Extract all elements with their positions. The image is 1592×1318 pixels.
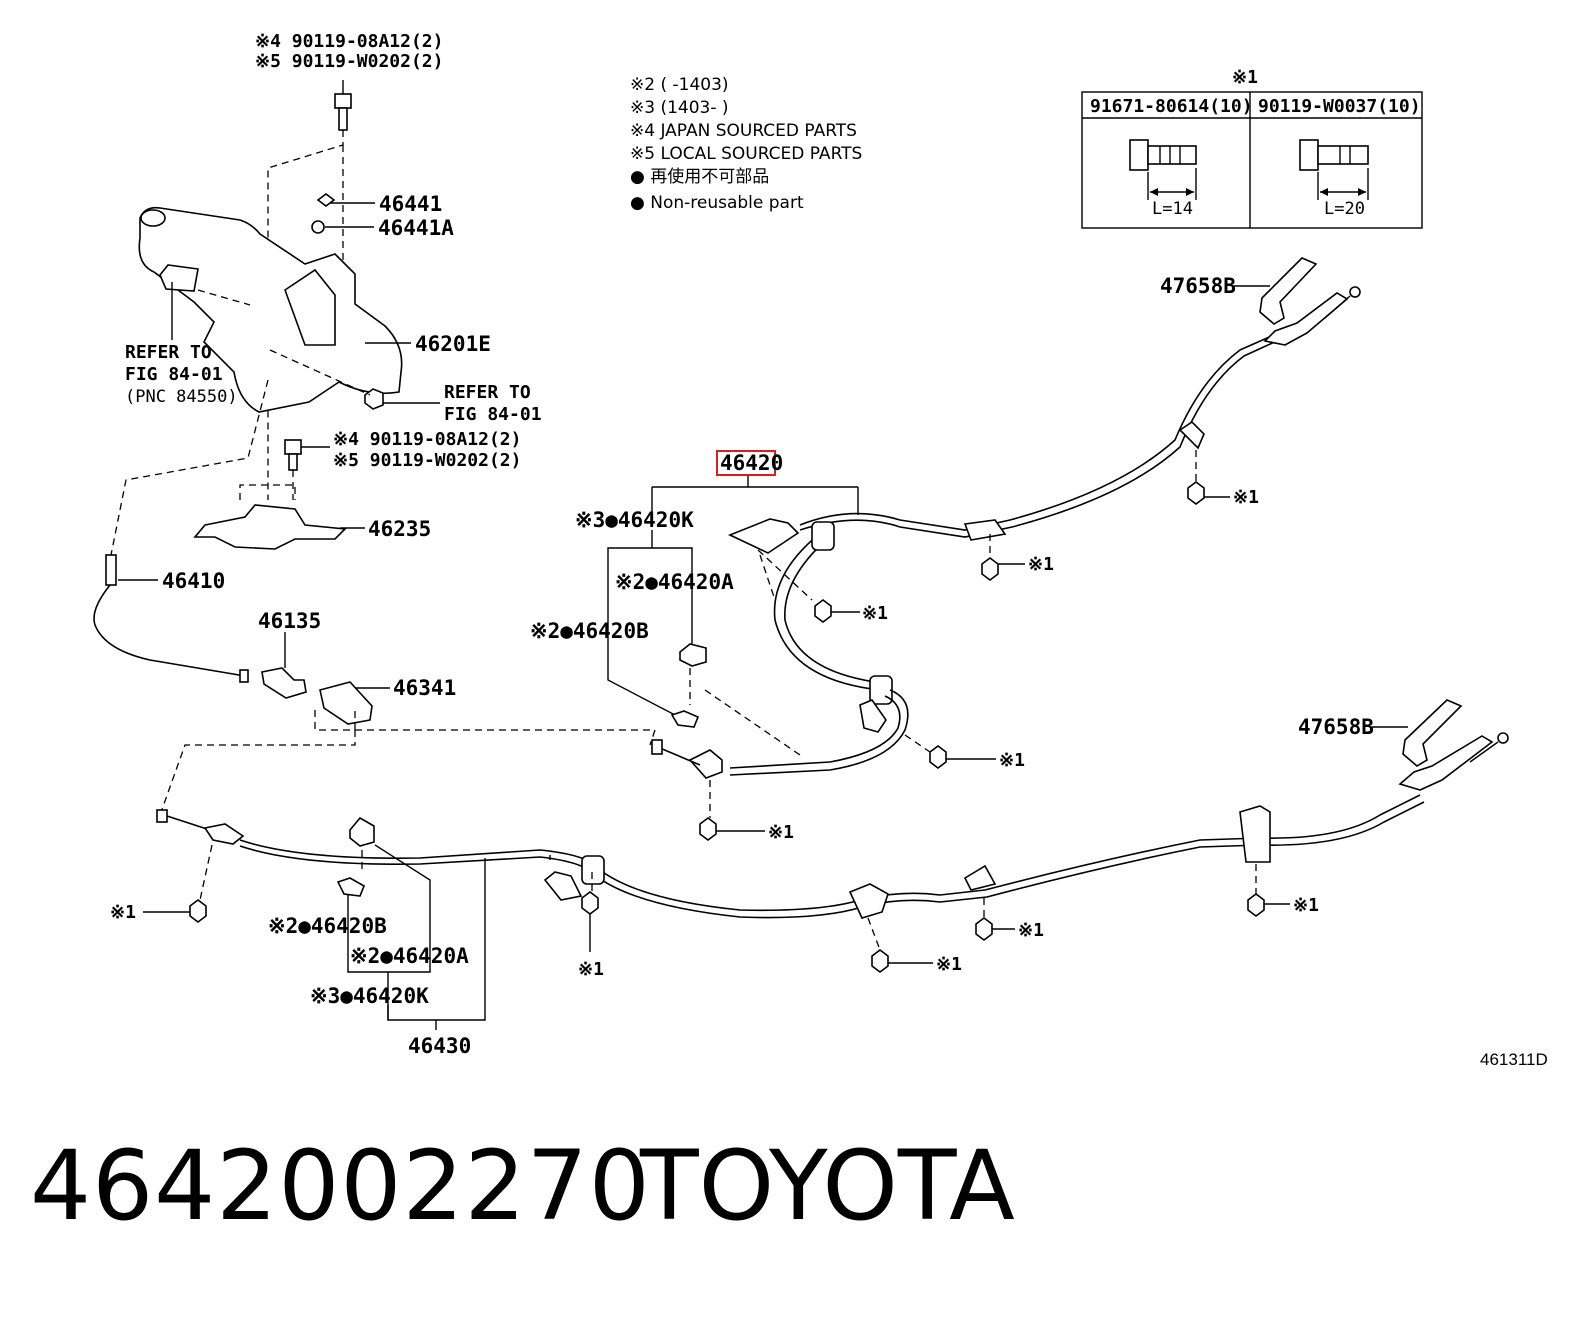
legend-line-4: ※5 LOCAL SOURCED PARTS (630, 144, 862, 164)
cable-46420 (651, 286, 1361, 779)
legend-line-3: ※4 JAPAN SOURCED PARTS (630, 121, 857, 141)
label-46201E: 46201E (415, 332, 491, 356)
figure-id: 461311D (1480, 1050, 1548, 1069)
label-46420B-lower: ※2●46420B (268, 914, 387, 938)
label-top-bolt-a: ※4 90119-08A12(2) (255, 31, 443, 52)
legend-line-2: ※3 (1403- ) (630, 98, 729, 118)
label-note1-b: ※1 (1028, 554, 1054, 575)
bolt-table-col1-length: L=14 (1152, 199, 1193, 219)
bolt-table-col2-length: L=20 (1324, 199, 1365, 219)
bolt-table-col1-part: 91671-80614(10) (1090, 96, 1253, 117)
bolt-icon-j (1247, 864, 1290, 917)
label-46420A-lower: ※2●46420A (350, 944, 469, 968)
refer-bolt-icon (364, 388, 440, 410)
legend-line-5: ● 再使用不可部品 (630, 166, 769, 187)
legend-line-6: ● Non-reusable part (630, 193, 804, 213)
footer-part-number: 4642002270 (30, 1130, 651, 1242)
label-refer2-line1: REFER TO (444, 382, 531, 403)
label-46341: 46341 (393, 676, 456, 700)
label-note1-e: ※1 (768, 822, 794, 843)
shield-47658b-lower-icon (1402, 699, 1463, 767)
bolt-table-header: ※1 (1232, 67, 1258, 88)
label-refer2-line2: FIG 84-01 (444, 404, 542, 425)
clip-46420a-upper-icon (679, 643, 707, 667)
clip-46420b-lower-icon (336, 877, 366, 897)
label-refer1-line2: FIG 84-01 (125, 364, 223, 385)
bracket-46235 (193, 504, 347, 550)
bolt-icon-i (975, 898, 1015, 941)
refer-bracket-icon (159, 264, 199, 340)
bolt-icon-d (904, 734, 996, 769)
clip-46420b-upper-icon (670, 710, 700, 728)
label-mid-bolt-b: ※5 90119-W0202(2) (333, 450, 521, 471)
label-46420A-upper: ※2●46420A (615, 570, 734, 594)
label-46135: 46135 (258, 609, 321, 633)
shield-47658b-upper-icon (1259, 257, 1318, 325)
cable-46430 (156, 732, 1509, 919)
label-top-bolt-b: ※5 90119-W0202(2) (255, 51, 443, 72)
label-46430: 46430 (408, 1034, 471, 1058)
label-refer1-line3: (PNC 84550) (125, 387, 238, 407)
legend: ※2 ( -1403) ※3 (1403- ) ※4 JAPAN SOURCED… (630, 75, 862, 213)
bolt-icon-e (699, 780, 765, 841)
top-bolt-icon (334, 80, 352, 131)
label-46441A: 46441A (378, 216, 454, 240)
bolt-table-col2-part: 90119-W0037(10) (1258, 96, 1421, 117)
parking-brake-lever (138, 206, 403, 413)
label-46235: 46235 (368, 517, 431, 541)
footer-brand: TOYOTA (640, 1130, 1015, 1242)
bolt-icon-h (867, 917, 933, 973)
label-46420K-lower: ※3●46420K (310, 984, 429, 1008)
nut-46441-icon (316, 193, 336, 207)
bolt-table: ※1 91671-80614(10) 90119-W0037(10) L=14 (1081, 67, 1423, 229)
yoke-46341 (319, 681, 373, 725)
label-46420K-upper: ※3●46420K (575, 508, 694, 532)
label-refer1-line1: REFER TO (125, 342, 212, 363)
label-note1-g: ※1 (578, 959, 604, 980)
bolt-14-icon (1129, 139, 1197, 200)
bolt-icon-a (1187, 450, 1230, 505)
legend-line-1: ※2 ( -1403) (630, 75, 729, 95)
label-46410: 46410 (162, 569, 225, 593)
label-note1-i: ※1 (1018, 920, 1044, 941)
clip-46420a-lower-icon (349, 816, 375, 847)
washer-46441a-icon (311, 220, 325, 234)
label-47658B-upper: 47658B (1160, 274, 1236, 298)
label-mid-bolt-a: ※4 90119-08A12(2) (333, 429, 521, 450)
label-46441: 46441 (379, 192, 442, 216)
mid-bolt-icon (284, 439, 330, 471)
label-47658B-lower: 47658B (1298, 715, 1374, 739)
bolt-icon-b (981, 534, 1025, 581)
label-note1-h: ※1 (936, 954, 962, 975)
cable-46410 (93, 554, 249, 683)
bolt-icon-f (143, 844, 213, 923)
label-note1-f: ※1 (110, 902, 136, 923)
label-note1-j: ※1 (1293, 895, 1319, 916)
bolt-20-icon (1299, 139, 1369, 200)
highlight-box (716, 450, 776, 476)
label-note1-c: ※1 (862, 603, 888, 624)
equalizer-46135 (261, 667, 307, 699)
label-46420: 46420 (720, 451, 783, 475)
label-note1-a: ※1 (1233, 487, 1259, 508)
label-46420B-upper: ※2●46420B (530, 619, 649, 643)
bolt-icon-g (581, 872, 599, 952)
bolt-icon-c (814, 599, 860, 623)
label-note1-d: ※1 (999, 750, 1025, 771)
